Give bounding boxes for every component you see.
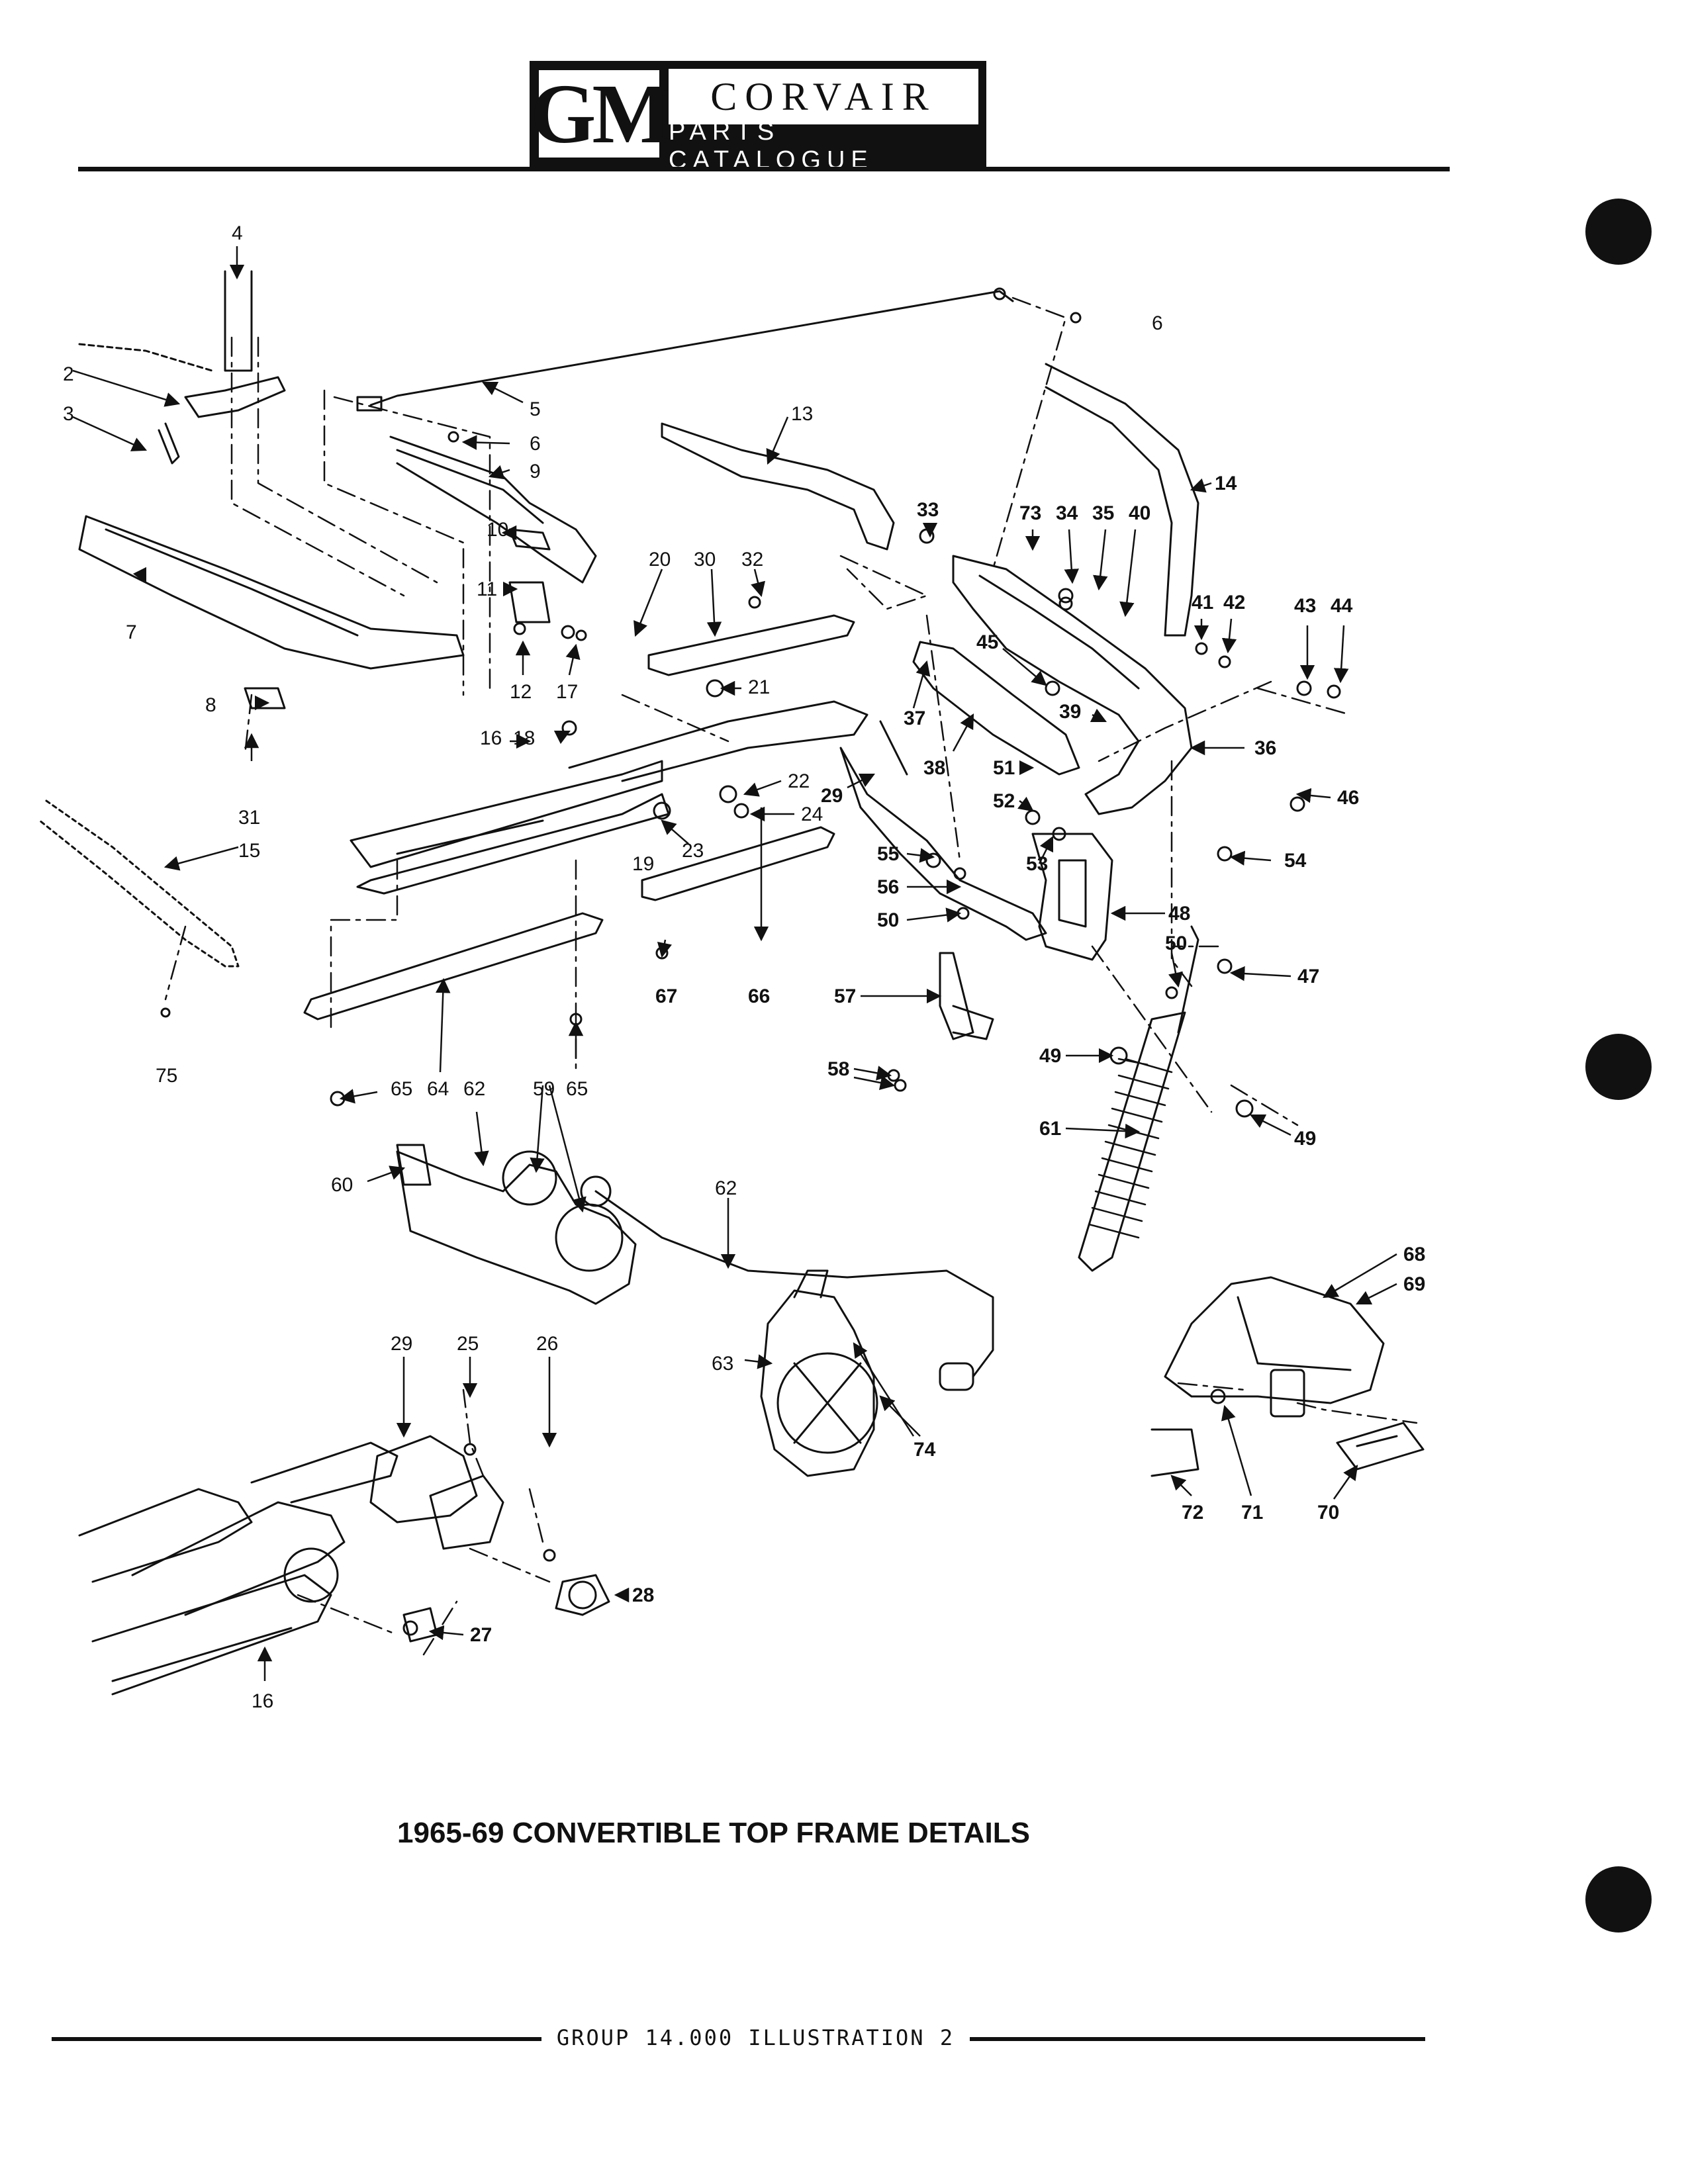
callout-labels: 4 2 3 7 8 31 15 75 5 6 6 9 10 11 12 17 1… xyxy=(63,222,1425,1712)
callout-62: 62 xyxy=(463,1078,485,1100)
callout-67: 67 xyxy=(655,985,677,1007)
callout-68: 68 xyxy=(1403,1244,1425,1265)
callout-10: 10 xyxy=(487,519,508,541)
header-rule xyxy=(78,167,1450,171)
binder-hole-top xyxy=(1585,199,1652,265)
callout-63: 63 xyxy=(712,1353,733,1375)
callout-54: 54 xyxy=(1284,850,1307,872)
callout-29: 29 xyxy=(391,1333,412,1355)
center-lines xyxy=(164,296,1418,1656)
callout-28: 28 xyxy=(632,1584,654,1606)
callout-9: 9 xyxy=(530,461,541,482)
figure-caption: 1965-69 CONVERTIBLE TOP FRAME DETAILS xyxy=(397,1817,1030,1849)
callout-36: 36 xyxy=(1254,737,1276,759)
callout-52: 52 xyxy=(993,790,1015,812)
callout-38: 38 xyxy=(923,757,945,779)
callout-40: 40 xyxy=(1129,502,1150,524)
logo-title: CORVAIR xyxy=(669,69,978,124)
callout-37: 37 xyxy=(904,707,925,729)
callout-30: 30 xyxy=(694,549,716,570)
callout-62: 62 xyxy=(715,1177,737,1199)
callout-66: 66 xyxy=(748,985,770,1007)
callout-29: 29 xyxy=(821,785,843,807)
callout-53: 53 xyxy=(1026,853,1048,875)
callout-65: 65 xyxy=(391,1078,412,1100)
callout-47: 47 xyxy=(1297,966,1319,987)
leader-lines xyxy=(72,246,1397,1681)
callout-16: 16 xyxy=(480,727,502,749)
callout-50: 50 xyxy=(1165,933,1187,954)
part-drawings xyxy=(38,270,1425,1696)
callout-57: 57 xyxy=(834,985,856,1007)
callout-3: 3 xyxy=(63,403,74,425)
callout-58: 58 xyxy=(827,1058,849,1080)
callout-74: 74 xyxy=(914,1439,936,1461)
callout-71: 71 xyxy=(1241,1502,1263,1524)
callout-12: 12 xyxy=(510,681,532,703)
callout-26: 26 xyxy=(536,1333,558,1355)
binder-hole-middle xyxy=(1585,1034,1652,1100)
callout-19: 19 xyxy=(632,853,654,875)
callout-45: 45 xyxy=(976,631,998,653)
callout-39: 39 xyxy=(1059,701,1081,723)
callout-25: 25 xyxy=(457,1333,479,1355)
cable-end-left xyxy=(356,396,383,412)
callout-27: 27 xyxy=(470,1624,492,1646)
gm-logo-mark: GM xyxy=(530,67,672,161)
callout-31: 31 xyxy=(238,807,260,829)
callout-59: 59 xyxy=(533,1078,555,1100)
callout-7: 7 xyxy=(126,621,137,643)
callout-23: 23 xyxy=(682,840,704,862)
callout-60: 60 xyxy=(331,1174,353,1196)
callout-5: 5 xyxy=(530,398,541,420)
callout-14: 14 xyxy=(1215,473,1237,494)
callout-22: 22 xyxy=(788,770,810,792)
callout-64: 64 xyxy=(427,1078,449,1100)
callout-24: 24 xyxy=(801,803,823,825)
callout-69: 69 xyxy=(1403,1273,1425,1295)
callout-48: 48 xyxy=(1168,903,1190,925)
callout-75: 75 xyxy=(156,1065,177,1087)
callout-4: 4 xyxy=(232,222,243,244)
callout-46: 46 xyxy=(1337,787,1359,809)
callout-42: 42 xyxy=(1223,592,1245,614)
callout-43: 43 xyxy=(1294,595,1316,617)
callout-35: 35 xyxy=(1092,502,1114,524)
callout-73: 73 xyxy=(1019,502,1041,524)
callout-70: 70 xyxy=(1317,1502,1339,1524)
callout-65: 65 xyxy=(566,1078,588,1100)
callout-49: 49 xyxy=(1039,1045,1061,1067)
callout-2: 2 xyxy=(63,363,74,385)
callout-20: 20 xyxy=(649,549,671,570)
callout-6: 6 xyxy=(530,433,541,455)
binder-hole-bottom xyxy=(1585,1866,1652,1933)
callout-50: 50 xyxy=(877,909,899,931)
callout-21: 21 xyxy=(748,676,770,698)
callout-51: 51 xyxy=(993,757,1015,779)
callout-55: 55 xyxy=(877,843,899,865)
callout-15: 15 xyxy=(238,840,260,862)
callout-16: 16 xyxy=(252,1690,273,1712)
callout-72: 72 xyxy=(1182,1502,1203,1524)
callout-18: 18 xyxy=(513,727,535,749)
callout-49: 49 xyxy=(1294,1128,1316,1150)
callout-44: 44 xyxy=(1331,595,1353,617)
footer-rule-left xyxy=(52,2037,541,2041)
callout-6: 6 xyxy=(1152,312,1163,334)
callout-61: 61 xyxy=(1039,1118,1061,1140)
callout-34: 34 xyxy=(1056,502,1078,524)
fasteners xyxy=(160,312,1341,1636)
footer-group-label: GROUP 14.000 ILLUSTRATION 2 xyxy=(556,2025,955,2050)
callout-56: 56 xyxy=(877,876,899,898)
callout-33: 33 xyxy=(917,499,939,521)
footer-rule-right xyxy=(970,2037,1425,2041)
callout-17: 17 xyxy=(556,681,578,703)
callout-11: 11 xyxy=(477,578,497,600)
callout-13: 13 xyxy=(791,403,813,425)
callout-32: 32 xyxy=(741,549,763,570)
callout-8: 8 xyxy=(205,694,216,716)
callout-41: 41 xyxy=(1192,592,1213,614)
